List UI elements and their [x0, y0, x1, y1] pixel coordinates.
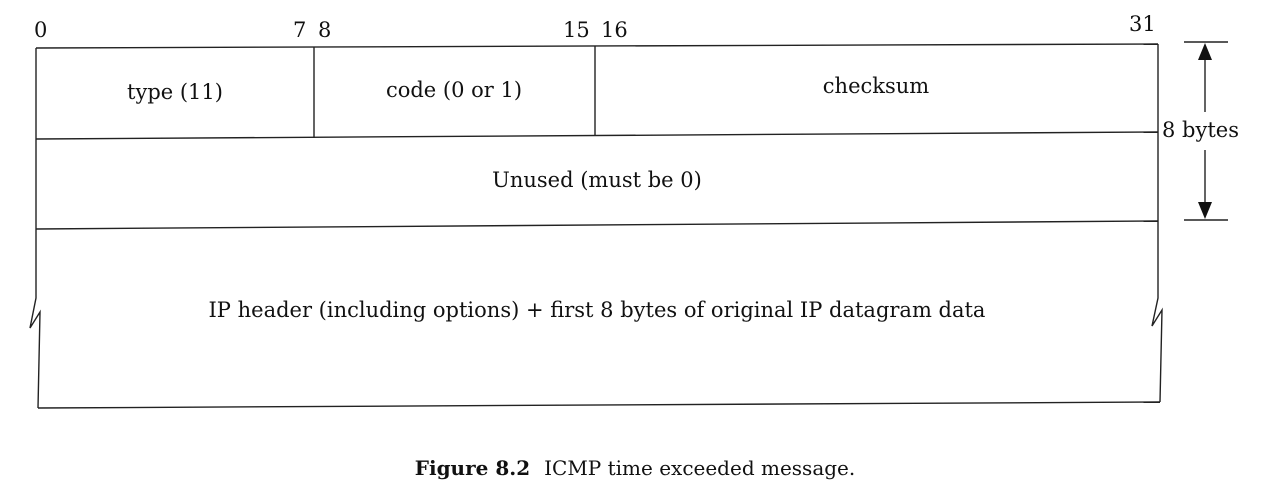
- figure-caption: Figure 8.2 ICMP time exceeded message.: [0, 456, 1270, 480]
- size-arrow-down-icon: [1198, 202, 1212, 219]
- figure-number: Figure 8.2: [414, 456, 531, 480]
- field-type: type (11): [127, 80, 223, 104]
- bit-label-15: 15: [563, 18, 590, 42]
- field-code: code (0 or 1): [386, 78, 522, 102]
- left-border-with-break: [29, 48, 41, 409]
- icmp-message-diagram: 0 7 8 15 16 31 type (11) code (0 or 1) c…: [29, 12, 1239, 409]
- row-separator-1: [35, 131, 1159, 140]
- size-arrow-up-icon: [1198, 43, 1212, 60]
- bit-label-8: 8: [318, 18, 331, 42]
- bit-label-7: 7: [293, 18, 306, 42]
- bit-label-31: 31: [1129, 12, 1156, 36]
- right-border-with-break: [1151, 44, 1163, 403]
- row-separator-2: [35, 220, 1159, 230]
- field-ip-header: IP header (including options) + first 8 …: [209, 298, 986, 322]
- size-label-8-bytes: 8 bytes: [1162, 118, 1239, 142]
- bottom-border: [37, 401, 1161, 409]
- field-checksum: checksum: [823, 74, 930, 98]
- bit-label-16: 16: [601, 18, 628, 42]
- field-unused: Unused (must be 0): [492, 168, 702, 192]
- figure-caption-text: ICMP time exceeded message.: [544, 456, 856, 480]
- header-top-border: [35, 43, 1159, 49]
- bit-label-0: 0: [34, 18, 47, 42]
